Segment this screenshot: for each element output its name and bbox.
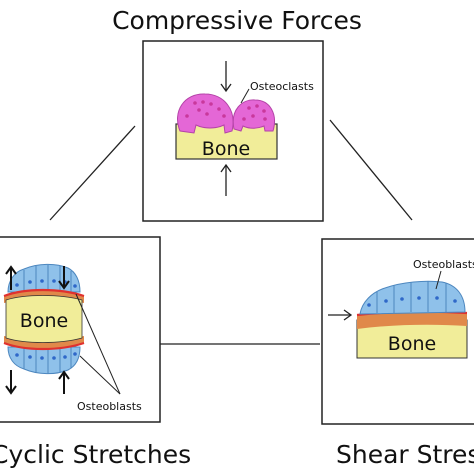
title-compressive-forces: Compressive Forces (112, 6, 362, 35)
stretch-arrow-down-left (5, 370, 17, 395)
osteoblasts-pointer-top (75, 293, 121, 395)
osteoblasts-label: Osteoblasts (77, 400, 142, 413)
osteoblasts-label: Osteoblasts (413, 258, 474, 271)
bone-label: Bone (202, 138, 250, 160)
stretch-arrow-down-right (58, 266, 70, 290)
compressive-forces-panel: Bone Osteoclasts (142, 40, 324, 222)
osteoclasts-label: Osteoclasts (250, 80, 314, 93)
osteoblast-cell-borders-bottom (23, 347, 72, 374)
title-cyclic-stretches: Cyclic Stretches (0, 440, 191, 469)
cyclic-stretches-panel: Bone Osteoblasts (0, 236, 161, 423)
osteoblasts-pointer-bottom (79, 355, 121, 395)
bone-block (5, 295, 83, 343)
osteoblast-cell-borders-top (23, 265, 72, 292)
stretch-arrow-up-left (5, 265, 17, 290)
compression-arrow-down (220, 61, 232, 93)
osteoblast-layer-bottom (7, 346, 81, 375)
osteoblast-nuclei-top (15, 279, 77, 288)
osteoblast-nuclei-bottom (15, 352, 77, 360)
title-shear-stress: Shear Stress (336, 440, 474, 469)
shear-stress-panel: Bone Osteoblasts (321, 238, 474, 425)
osteoid-band (357, 311, 467, 329)
osteoblast-nuclei (367, 296, 457, 307)
bone-label: Bone (20, 310, 68, 332)
connector-top-right (329, 119, 413, 221)
bone-label: Bone (388, 333, 436, 355)
osteoid-line-bottom (3, 341, 85, 351)
osteoblast-cell-borders (376, 281, 447, 313)
osteoblast-layer (359, 280, 466, 315)
connector-top-left (49, 125, 136, 221)
shear-flow-arrow (328, 309, 353, 321)
stretch-arrow-up-right (58, 370, 70, 394)
osteoclast-nuclei (185, 100, 267, 121)
osteoid-line-top (3, 288, 85, 298)
compression-arrow-up (220, 163, 232, 196)
osteoclasts-pointer (240, 88, 250, 104)
osteoblasts-pointer (435, 270, 442, 290)
